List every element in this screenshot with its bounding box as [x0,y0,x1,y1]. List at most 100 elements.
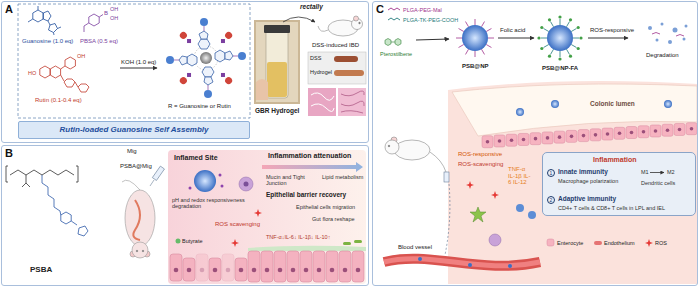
text-holder: Macrophage polarization [558,178,618,184]
polymer-structure [61,212,71,224]
colon-tissue [452,84,697,136]
polymer-structure [42,175,60,211]
hydrogel-photo [254,20,300,104]
compound-name: Pterostilbene [380,51,412,57]
atom-label: B [104,10,108,17]
mouse-drawing [354,16,359,21]
text-holder: PSBA@Mig [120,163,152,170]
particle-spikes [466,22,469,27]
atom-label: OH [110,15,118,21]
text-holder: DSS [310,55,321,61]
nanoparticle-drawing [194,170,216,192]
step-number: 1 [547,169,555,177]
box-heading: Inflammation [593,156,637,164]
enterocyte-row [506,134,517,146]
process-arrow [588,38,628,39]
g-quartet [218,70,233,85]
enterocyte-row [578,130,589,142]
legend-icon [645,239,653,247]
fragment-debris [648,23,688,45]
epithelium-cells [291,268,296,273]
enterocyte-row [654,129,658,133]
mechanism-note: ROS scavenging [215,221,260,228]
polymer-structure [10,170,74,175]
text-holder: Colonic lumen [590,100,635,107]
text-holder: PLGA-PEG-Mal [403,7,442,13]
repeated-shapes [170,15,697,282]
text-holder: A [5,3,13,15]
g-quartet [198,39,210,49]
epithelium-cells [343,268,348,273]
g-quartet [204,26,205,31]
text-holder: ROS-responsive [458,151,502,158]
epithelium-cells [300,251,312,282]
immune-cell [239,177,253,191]
mechanism-note: Lipid metabolism [322,174,363,180]
mouse-drawing [430,152,446,172]
particle-spikes [551,22,554,27]
step-label: ROS-responsive [590,27,634,34]
epithelium-cells [326,251,338,282]
pbsa-structure [84,15,103,33]
mouse-drawing [142,250,144,252]
epithelium-cells [278,268,283,273]
mouse-drawing [136,250,138,252]
particle-spikes [456,15,583,60]
text-holder: M2 [667,169,675,175]
immune-cell [470,207,486,222]
tissue-scene [168,150,366,284]
fragment-debris [661,23,664,26]
enterocyte-row [582,134,586,138]
text-holder: Epithelial barrier recovery [266,191,346,198]
polymer-name: PLGA-TK-PEG-COOH [403,17,458,23]
epithelium-cells [261,251,273,282]
mechanism-note: pH and redox responsiveness degradation [172,197,250,209]
ros-star [491,191,499,199]
gut-bacteria [354,240,362,243]
text-holder: M1 [641,169,649,175]
reaction-arrow [120,68,157,69]
polarization-arrow [650,172,664,173]
rutin-structure [50,66,60,78]
text-holder: ROS-responsive [590,27,634,34]
dashed-frame [18,4,250,118]
particle-spikes [482,22,485,27]
g-quartet [215,50,246,62]
fragment-debris [683,38,686,41]
text-holder: PLGA-TK-PEG-COOH [403,17,458,23]
particle-spikes [567,22,570,27]
step-label: Folic acid [500,27,525,34]
g-quartet [178,70,193,85]
epithelium-cells [287,251,299,282]
item-heading: Adaptive immunity [558,195,616,202]
epithelium-cells [226,268,231,273]
g-quartet [218,30,233,45]
atom-label: HO [28,70,36,76]
panel-letter: C [376,3,384,15]
text-holder: TNF-α IL-1β IL-6 IL-12 [508,166,532,186]
legend-icon [176,239,181,244]
particle-spikes [486,45,491,48]
particle-spikes [548,55,551,58]
epithelium-cells [317,268,322,273]
pbsa-structure [84,14,103,32]
enterocyte-row [546,136,550,140]
immune-cell [239,177,253,191]
enterocyte-row [558,135,562,139]
hydrogel-photo [266,30,288,98]
colon-photo [308,52,366,84]
epithelium-cells [252,268,257,273]
enterocyte-row [482,123,697,148]
text-holder: Hydrogel [310,69,332,75]
hydrogel-photo [256,22,298,102]
rutin-structure [61,66,65,69]
g-quartet [202,67,214,98]
g-quartet [187,54,197,66]
epithelium-cells [222,254,234,281]
g-quartet [204,77,213,85]
tissue-scene [248,246,366,251]
mechanism-note: Epithelial barrier recovery [266,191,346,198]
formulation-label: PSBA@Mig [120,163,152,170]
rutin-structure [40,57,89,92]
fragment-debris [656,39,659,42]
